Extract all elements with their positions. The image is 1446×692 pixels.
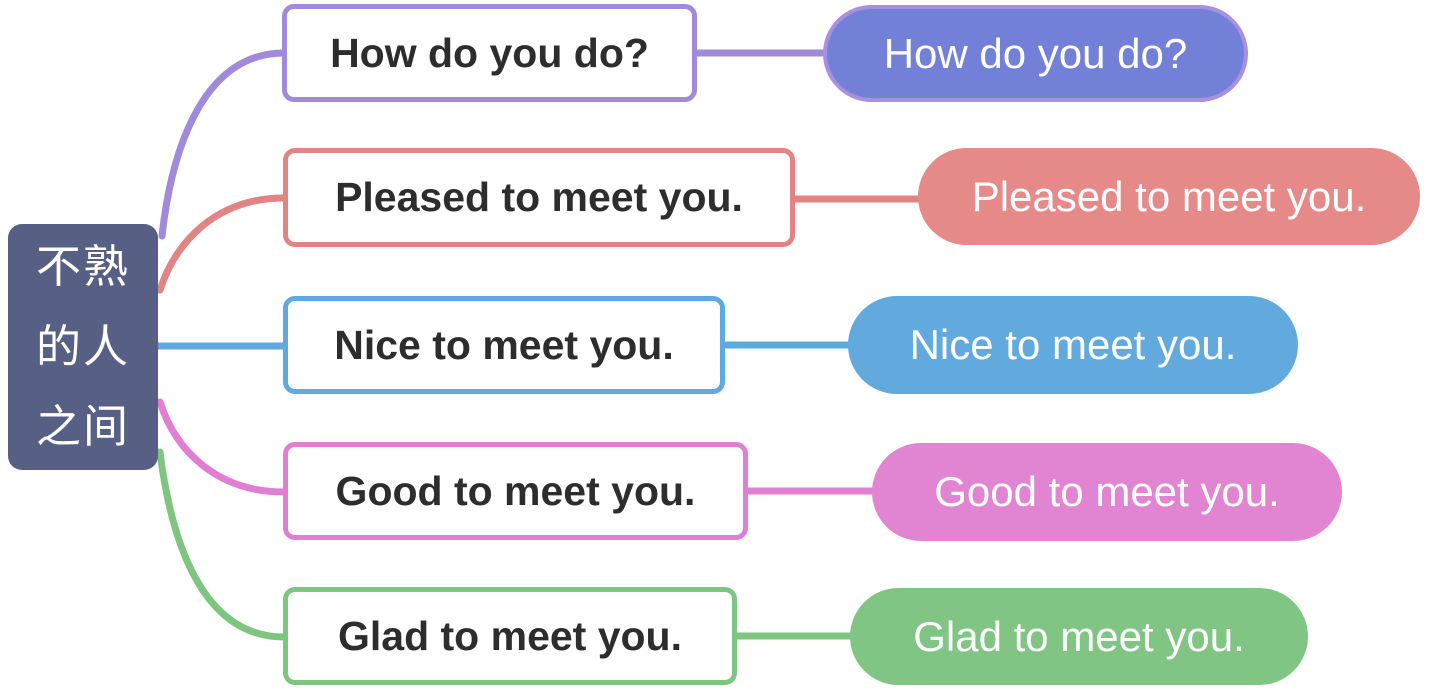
root-node-line: 之间 bbox=[35, 401, 130, 452]
branch-pill-label: Good to meet you. bbox=[934, 468, 1280, 515]
branch-box-label: Glad to meet you. bbox=[338, 612, 682, 659]
branch-pill-label: How do you do? bbox=[883, 29, 1188, 77]
branch-pill-nice-to-meet-you[interactable]: Nice to meet you. bbox=[848, 296, 1298, 394]
branch-pill-glad-to-meet-you[interactable]: Glad to meet you. bbox=[850, 588, 1308, 685]
connector-root-to-glad-to-meet-you bbox=[156, 448, 288, 641]
branch-box-nice-to-meet-you[interactable]: Nice to meet you. bbox=[283, 296, 725, 394]
connector-root-to-pleased-to-meet-you bbox=[156, 194, 288, 294]
root-node[interactable]: 不熟 的人 之间 bbox=[8, 224, 158, 470]
branch-box-good-to-meet-you[interactable]: Good to meet you. bbox=[283, 442, 748, 540]
branch-box-glad-to-meet-you[interactable]: Glad to meet you. bbox=[283, 587, 737, 685]
root-node-line: 的人 bbox=[35, 321, 130, 372]
branch-box-how-do-you-do[interactable]: How do you do? bbox=[282, 4, 697, 102]
branch-pill-pleased-to-meet-you[interactable]: Pleased to meet you. bbox=[918, 148, 1420, 245]
branch-box-pleased-to-meet-you[interactable]: Pleased to meet you. bbox=[283, 148, 795, 247]
branch-pill-label: Nice to meet you. bbox=[909, 321, 1237, 368]
branch-box-label: Good to meet you. bbox=[335, 467, 696, 514]
branch-pill-label: Pleased to meet you. bbox=[971, 172, 1367, 220]
branch-box-label: How do you do? bbox=[330, 29, 649, 76]
branch-box-label: Nice to meet you. bbox=[334, 321, 674, 368]
branch-pill-how-do-you-do[interactable]: How do you do? bbox=[823, 5, 1248, 102]
branch-box-label: Pleased to meet you. bbox=[335, 174, 743, 220]
branch-pill-good-to-meet-you[interactable]: Good to meet you. bbox=[872, 443, 1342, 541]
root-node-line: 不熟 bbox=[35, 241, 130, 292]
branch-pill-label: Glad to meet you. bbox=[913, 612, 1245, 660]
connector-root-to-how-do-you-do bbox=[158, 49, 288, 240]
connector-root-to-good-to-meet-you bbox=[156, 398, 288, 496]
